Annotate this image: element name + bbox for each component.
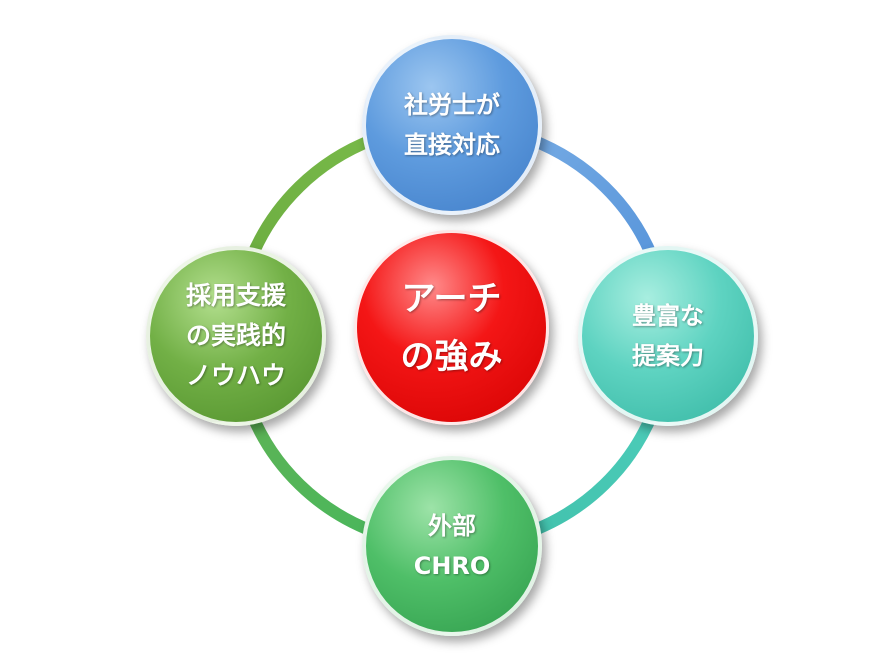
node-top: 社労士が 直接対応 — [362, 35, 542, 215]
node-bottom-line-1: 外部 — [428, 512, 476, 540]
node-right: 豊富な 提案力 — [578, 246, 758, 426]
node-center: アーチ の強み — [354, 230, 549, 425]
node-bottom-line-2: CHRO — [413, 552, 491, 580]
node-left-line-1: 採用支援 — [185, 281, 286, 310]
node-top-line-2: 直接対応 — [404, 131, 500, 159]
node-right-line-1: 豊富な — [632, 302, 704, 330]
node-center-line-2: の強み — [400, 336, 503, 377]
node-center-line-1: アーチ — [401, 278, 502, 319]
node-left: 採用支援 の実践的 ノウハウ — [146, 246, 326, 426]
node-top-line-1: 社労士が — [404, 91, 500, 119]
node-left-line-3: ノウハウ — [185, 361, 286, 390]
node-right-line-2: 提案力 — [632, 342, 704, 370]
node-left-line-2: の実践的 — [185, 321, 286, 350]
node-bottom: 外部 CHRO — [362, 456, 542, 636]
